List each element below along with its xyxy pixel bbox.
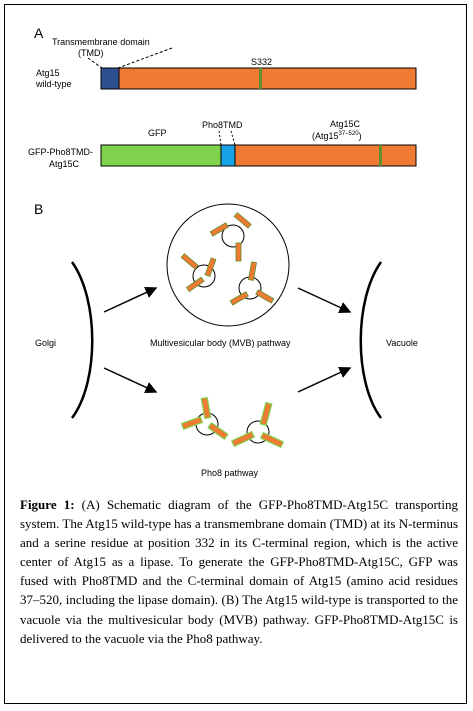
- wt-label-line2: wild-type: [35, 79, 72, 89]
- golgi-bracket: [70, 261, 94, 419]
- wt-label-line1: Atg15: [36, 68, 60, 78]
- arrow-golgi-to-mvb: [103, 286, 158, 313]
- tmd-callout-line-right: [117, 47, 173, 69]
- gfp-label: GFP: [148, 128, 167, 138]
- mvb-body: [166, 203, 290, 327]
- caption-lead: Figure 1:: [20, 497, 75, 512]
- tmd-callout-title: Transmembrane domain: [52, 37, 150, 47]
- fusion-atg15c-segment: [234, 144, 417, 167]
- wt-atg15-segment: [118, 67, 417, 90]
- wt-s332-marker: [259, 68, 262, 89]
- atg15c-range: (Atg1537–520): [312, 131, 362, 141]
- golgi-label: Golgi: [35, 338, 56, 348]
- arrow-pho8-to-vacuole: [297, 366, 352, 393]
- arrow-golgi-to-pho8: [103, 367, 158, 394]
- figure-caption: Figure 1: (A) Schematic diagram of the G…: [20, 495, 458, 648]
- pho8tmd-label: Pho8TMD: [202, 120, 243, 130]
- panel-a-label: A: [34, 25, 44, 41]
- fusion-label-line1: GFP-Pho8TMD-: [28, 147, 93, 157]
- pho8tmd-callout-line-left: [218, 130, 222, 146]
- fusion-pho8tmd-segment: [220, 144, 236, 167]
- atg15c-label: Atg15C: [330, 119, 361, 129]
- pho8tmd-callout-line-right: [230, 130, 236, 146]
- tmd-callout-abbrev: (TMD): [78, 48, 104, 58]
- vacuole-label: Vacuole: [386, 338, 418, 348]
- caption-text: (A) Schematic diagram of the GFP-Pho8TMD…: [20, 497, 458, 646]
- fusion-label-line2: Atg15C: [49, 159, 80, 169]
- wt-tmd-segment: [100, 67, 120, 90]
- arrow-mvb-to-vacuole: [297, 287, 352, 314]
- panel-b-label: B: [34, 201, 43, 217]
- pho8-vesicle-left: [180, 396, 229, 441]
- pho8-vesicle-right: [230, 401, 285, 449]
- mvb-pathway-label: Multivesicular body (MVB) pathway: [150, 338, 291, 348]
- s332-label: S332: [251, 57, 272, 67]
- fusion-gfp-segment: [100, 144, 222, 167]
- fusion-s332-marker: [379, 145, 382, 166]
- pho8-pathway-label: Pho8 pathway: [201, 468, 259, 478]
- figure-frame: [4, 4, 467, 704]
- vacuole-bracket: [359, 261, 383, 419]
- tmd-callout-line-left: [87, 57, 103, 69]
